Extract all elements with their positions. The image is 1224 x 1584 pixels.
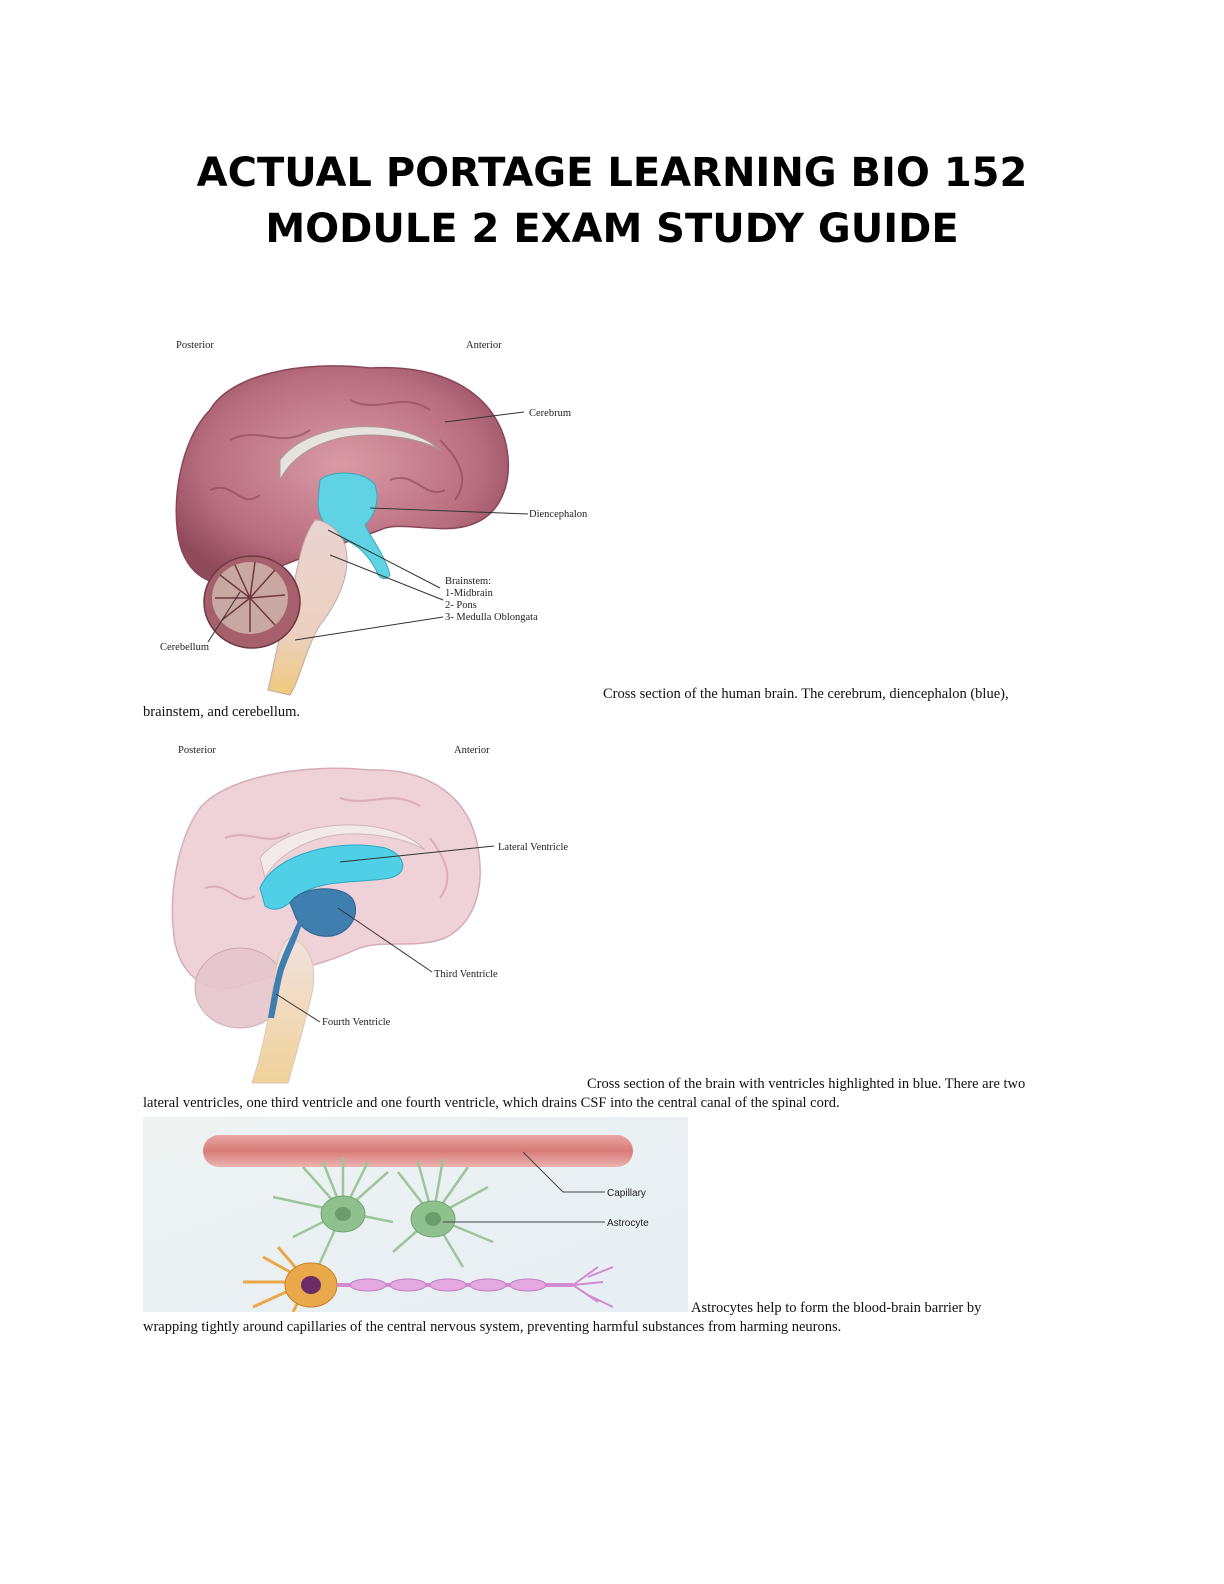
midbrain-label: 1-Midbrain [445, 588, 494, 599]
figure2-caption-line1: Cross section of the brain with ventricl… [587, 1076, 1026, 1092]
lateral-ventricle-label: Lateral Ventricle [498, 842, 568, 853]
brain-sagittal-figure: Posterior Anterior Cerebrum Diencephalon… [160, 340, 588, 696]
fourth-ventricle-label: Fourth Ventricle [322, 1017, 391, 1028]
figure1-caption-line2: brainstem, and cerebellum. [143, 704, 301, 720]
anterior-label: Anterior [466, 340, 502, 351]
document-title: ACTUAL PORTAGE LEARNING BIO 152 MODULE 2… [0, 145, 1224, 257]
lateral-ventricle-shape [259, 844, 403, 910]
neuron-shape [243, 1246, 614, 1312]
title-line-1: ACTUAL PORTAGE LEARNING BIO 152 [196, 150, 1028, 196]
astrocyte-label: Astrocyte [607, 1218, 649, 1229]
cerebellum-label: Cerebellum [160, 642, 209, 653]
figure1-caption-line1: Cross section of the human brain. The ce… [603, 686, 1009, 702]
diencephalon-shape [317, 472, 391, 580]
astrocyte-shape [272, 1157, 494, 1268]
pons-label: 2- Pons [445, 600, 477, 611]
anterior-label: Anterior [454, 745, 490, 756]
capillary-label: Capillary [607, 1188, 646, 1199]
figure3-caption-line1: Astrocytes help to form the blood-brain … [691, 1300, 982, 1316]
third-ventricle-shape [289, 888, 357, 937]
ventricles-figure: Posterior Anterior Lateral Ventricle Thi… [171, 745, 568, 1084]
posterior-label: Posterior [178, 745, 216, 756]
third-ventricle-label: Third Ventricle [434, 969, 498, 980]
posterior-label: Posterior [176, 340, 214, 351]
cerebellum-shape [203, 555, 301, 649]
brainstem-label: Brainstem: [445, 576, 491, 587]
capillary-shape [203, 1135, 633, 1167]
figure2-caption-line2: lateral ventricles, one third ventricle … [143, 1095, 840, 1111]
title-line-2: MODULE 2 EXAM STUDY GUIDE [265, 206, 959, 252]
medulla-label: 3- Medulla Oblongata [445, 612, 538, 623]
diencephalon-label: Diencephalon [529, 509, 588, 520]
astrocyte-capillary-figure: Capillary Astrocyte [143, 1117, 688, 1312]
cerebrum-label: Cerebrum [529, 408, 571, 419]
figure3-caption-line2: wrapping tightly around capillaries of t… [143, 1319, 842, 1335]
